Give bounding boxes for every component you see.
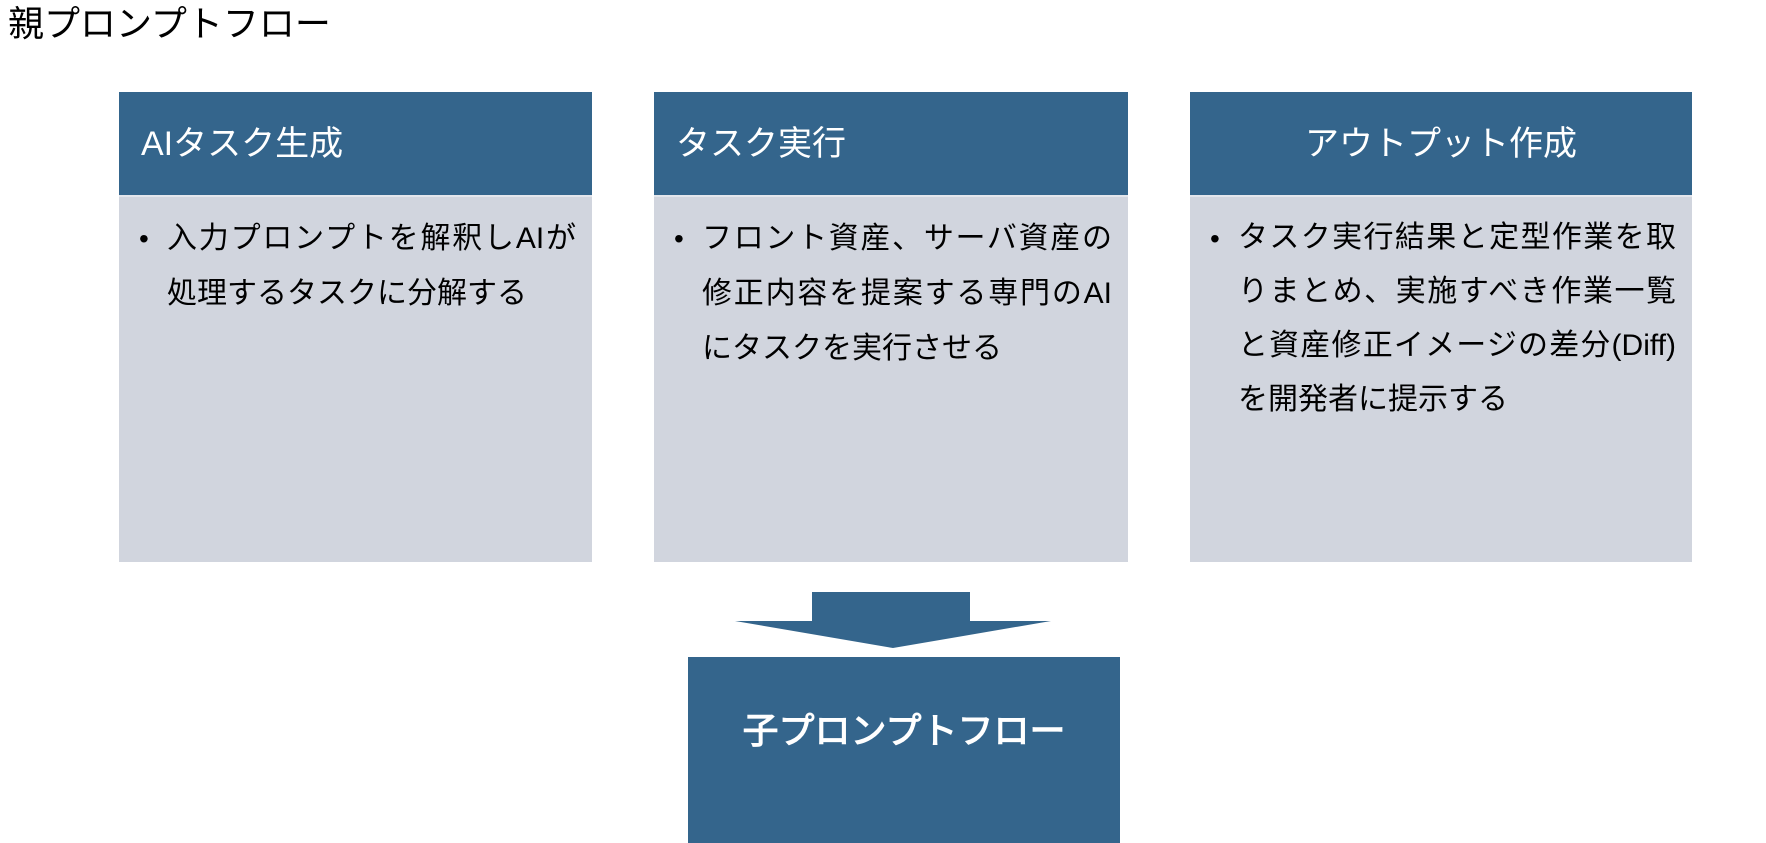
bullet-list: タスク実行結果と定型作業を取りまとめ、実施すべき作業一覧と資産修正イメージの差分… xyxy=(1208,211,1676,427)
child-prompt-flow-box[interactable]: 子プロンプトフロー xyxy=(688,657,1120,843)
card-body: フロント資産、サーバ資産の修正内容を提案する専門のAIにタスクを実行させる xyxy=(654,195,1128,562)
card-body: タスク実行結果と定型作業を取りまとめ、実施すべき作業一覧と資産修正イメージの差分… xyxy=(1190,195,1692,562)
child-prompt-flow-label: 子プロンプトフロー xyxy=(742,710,1066,751)
card-header-title: タスク実行 xyxy=(654,92,1128,195)
list-item: 入力プロンプトを解釈しAIが処理するタスクに分解する xyxy=(139,211,576,321)
card-body: 入力プロンプトを解釈しAIが処理するタスクに分解する xyxy=(119,195,592,562)
process-card-ai-task-generation[interactable]: AIタスク生成 入力プロンプトを解釈しAIが処理するタスクに分解する xyxy=(119,92,592,562)
list-item: フロント資産、サーバ資産の修正内容を提案する専門のAIにタスクを実行させる xyxy=(674,211,1112,376)
process-card-task-execution[interactable]: タスク実行 フロント資産、サーバ資産の修正内容を提案する専門のAIにタスクを実行… xyxy=(654,92,1128,562)
bullet-list: 入力プロンプトを解釈しAIが処理するタスクに分解する xyxy=(137,211,576,321)
page-title: 親プロンプトフロー xyxy=(8,3,331,44)
card-header-title: アウトプット作成 xyxy=(1190,92,1692,195)
card-header-title: AIタスク生成 xyxy=(119,92,592,195)
bullet-list: フロント資産、サーバ資産の修正内容を提案する専門のAIにタスクを実行させる xyxy=(672,211,1112,376)
process-card-output-creation[interactable]: アウトプット作成 タスク実行結果と定型作業を取りまとめ、実施すべき作業一覧と資産… xyxy=(1190,92,1692,562)
down-arrow-icon xyxy=(735,592,1051,648)
list-item: タスク実行結果と定型作業を取りまとめ、実施すべき作業一覧と資産修正イメージの差分… xyxy=(1210,211,1676,427)
